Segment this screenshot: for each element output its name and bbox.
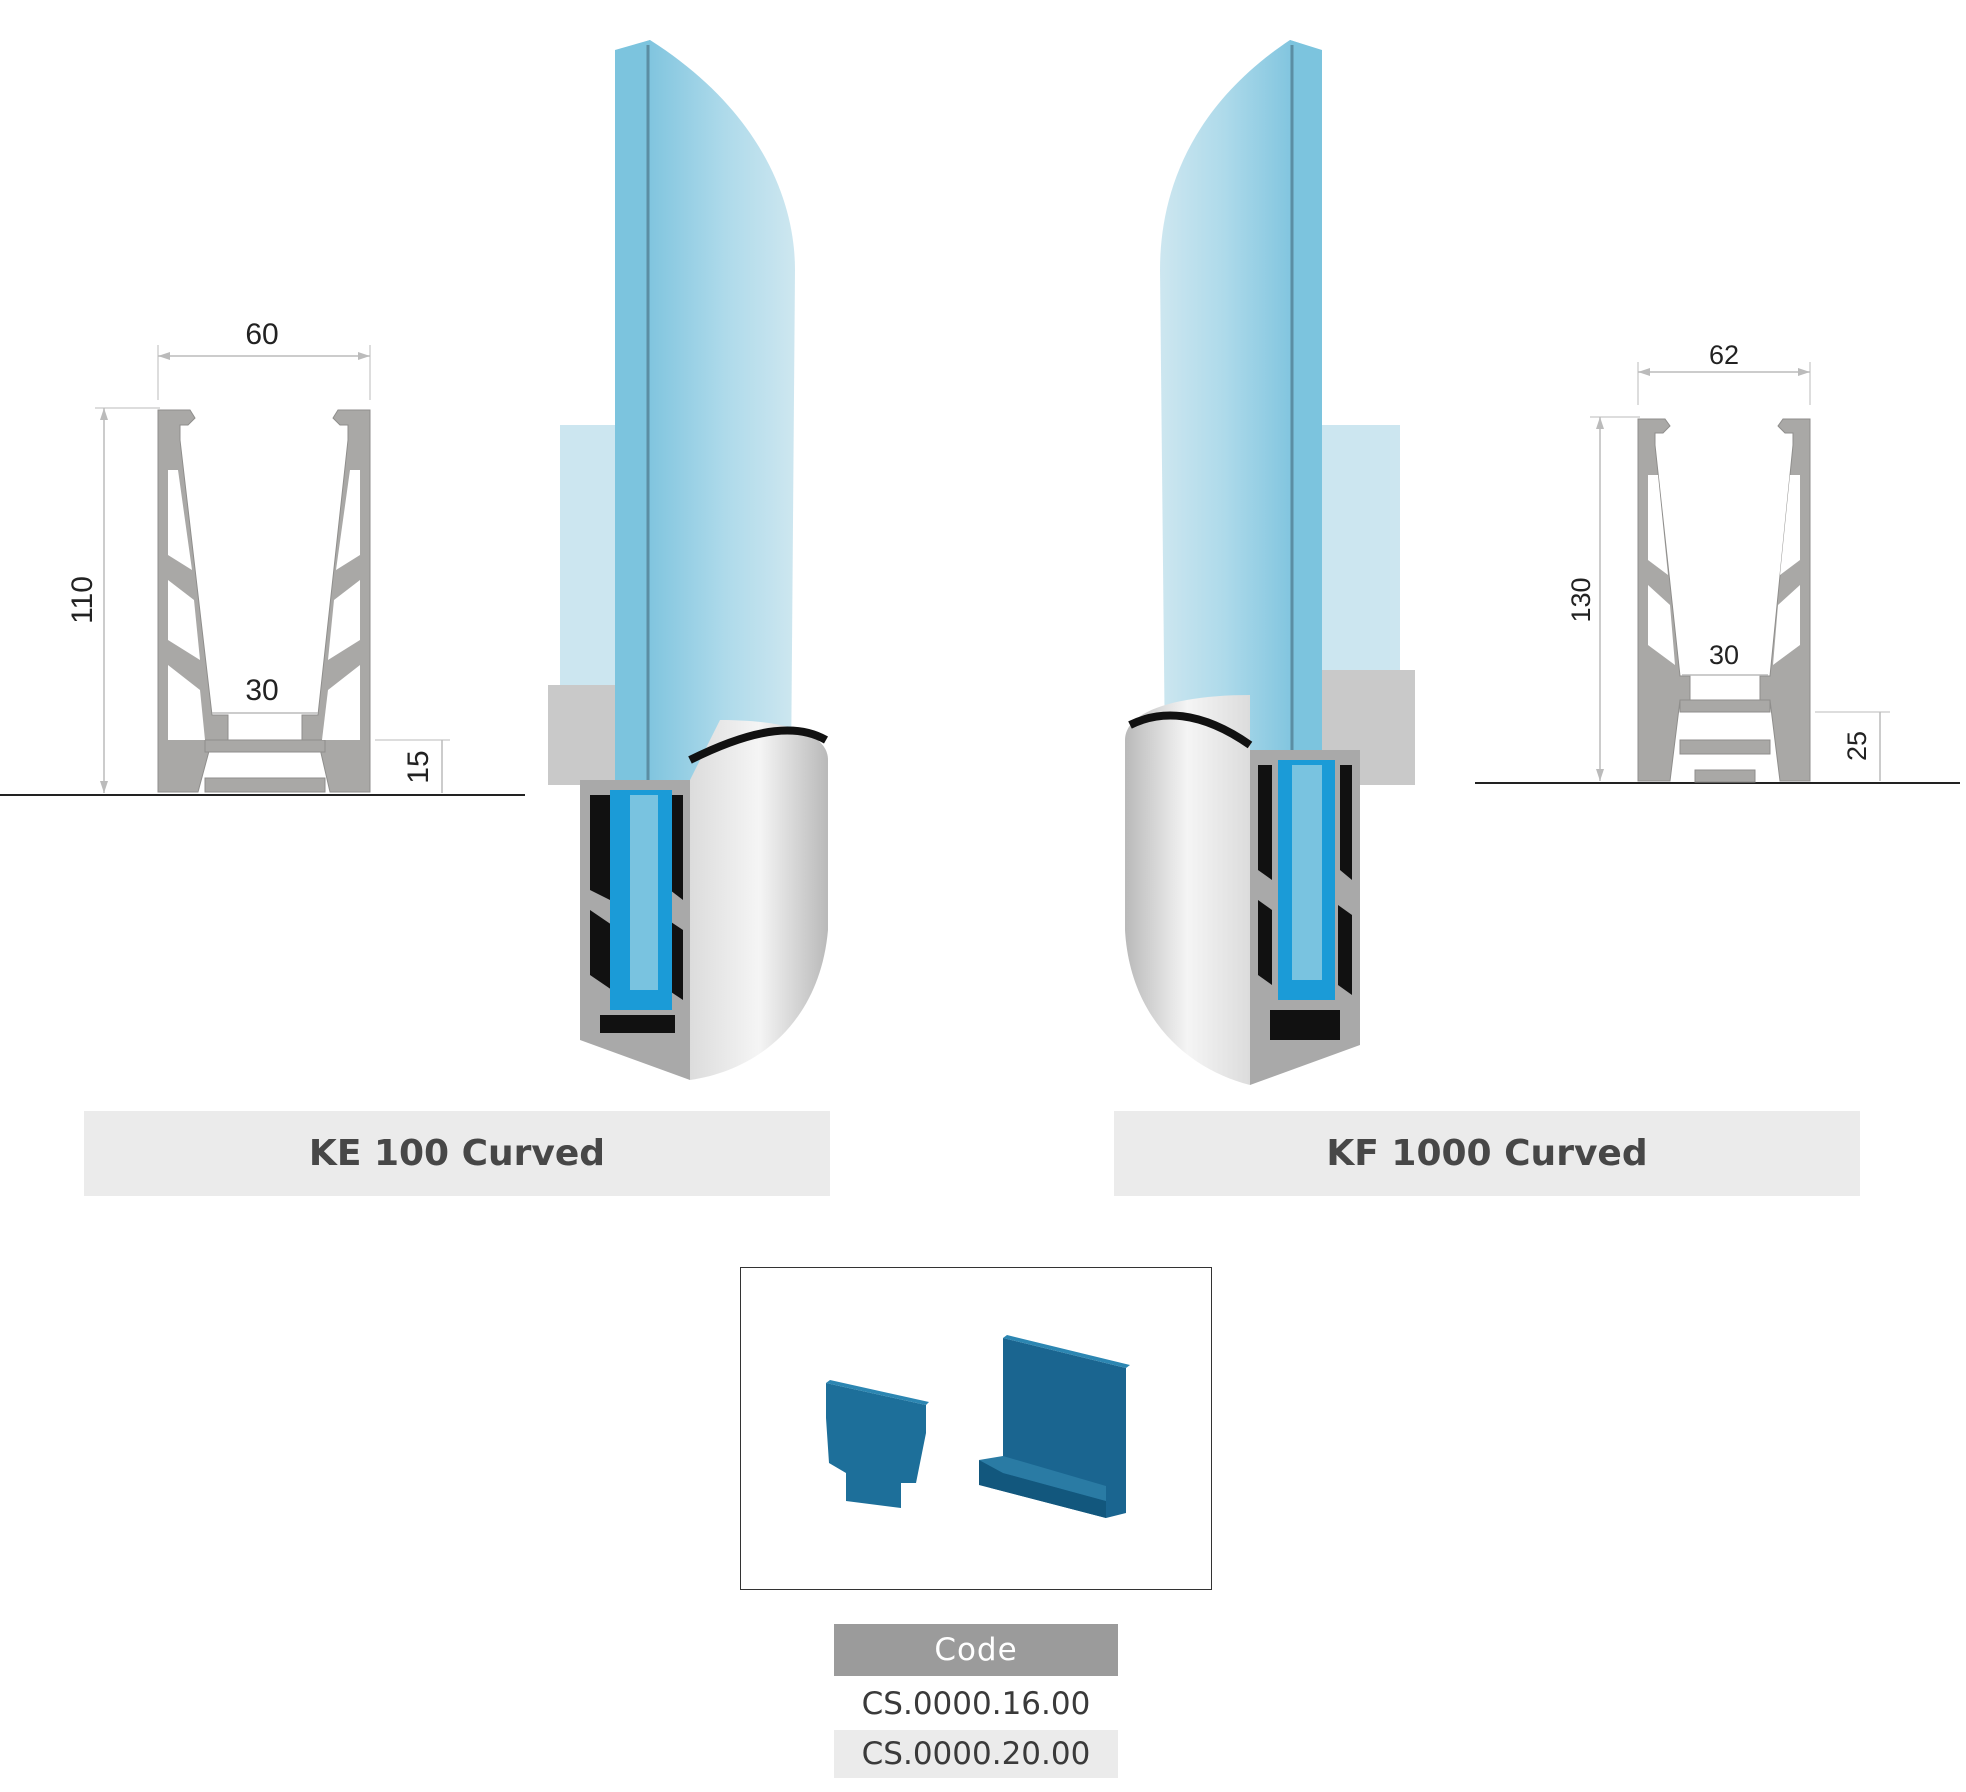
gasket-parts-frame bbox=[740, 1267, 1212, 1590]
right-profile-drawing: 62 130 30 25 bbox=[1475, 340, 1960, 784]
end-cap-parts-image bbox=[826, 1335, 1130, 1518]
left-profile-drawing: 60 110 30 15 bbox=[0, 318, 525, 796]
right-width-label: 62 bbox=[1709, 340, 1739, 370]
code-value: CS.0000.16.00 bbox=[861, 1686, 1091, 1722]
left-inner-label: 30 bbox=[245, 674, 278, 707]
right-height-label: 130 bbox=[1566, 577, 1596, 622]
product-label-ke100: KE 100 Curved bbox=[84, 1111, 830, 1196]
code-row-1: CS.0000.16.00 bbox=[834, 1680, 1118, 1728]
product-name: KE 100 Curved bbox=[308, 1133, 606, 1174]
left-height-label: 110 bbox=[66, 576, 99, 624]
code-row-2: CS.0000.20.00 bbox=[834, 1730, 1118, 1778]
product-name: KF 1000 Curved bbox=[1326, 1133, 1648, 1174]
right-inner-label: 30 bbox=[1709, 640, 1739, 670]
ke100-render-image bbox=[548, 40, 828, 1080]
right-base-label: 25 bbox=[1842, 731, 1872, 761]
code-table-header: Code bbox=[834, 1624, 1118, 1676]
product-label-kf1000: KF 1000 Curved bbox=[1114, 1111, 1860, 1196]
left-width-label: 60 bbox=[245, 318, 278, 351]
code-header-label: Code bbox=[934, 1632, 1018, 1668]
left-base-label: 15 bbox=[402, 750, 435, 783]
code-value: CS.0000.20.00 bbox=[861, 1736, 1091, 1772]
kf1000-render-image bbox=[1125, 40, 1415, 1085]
